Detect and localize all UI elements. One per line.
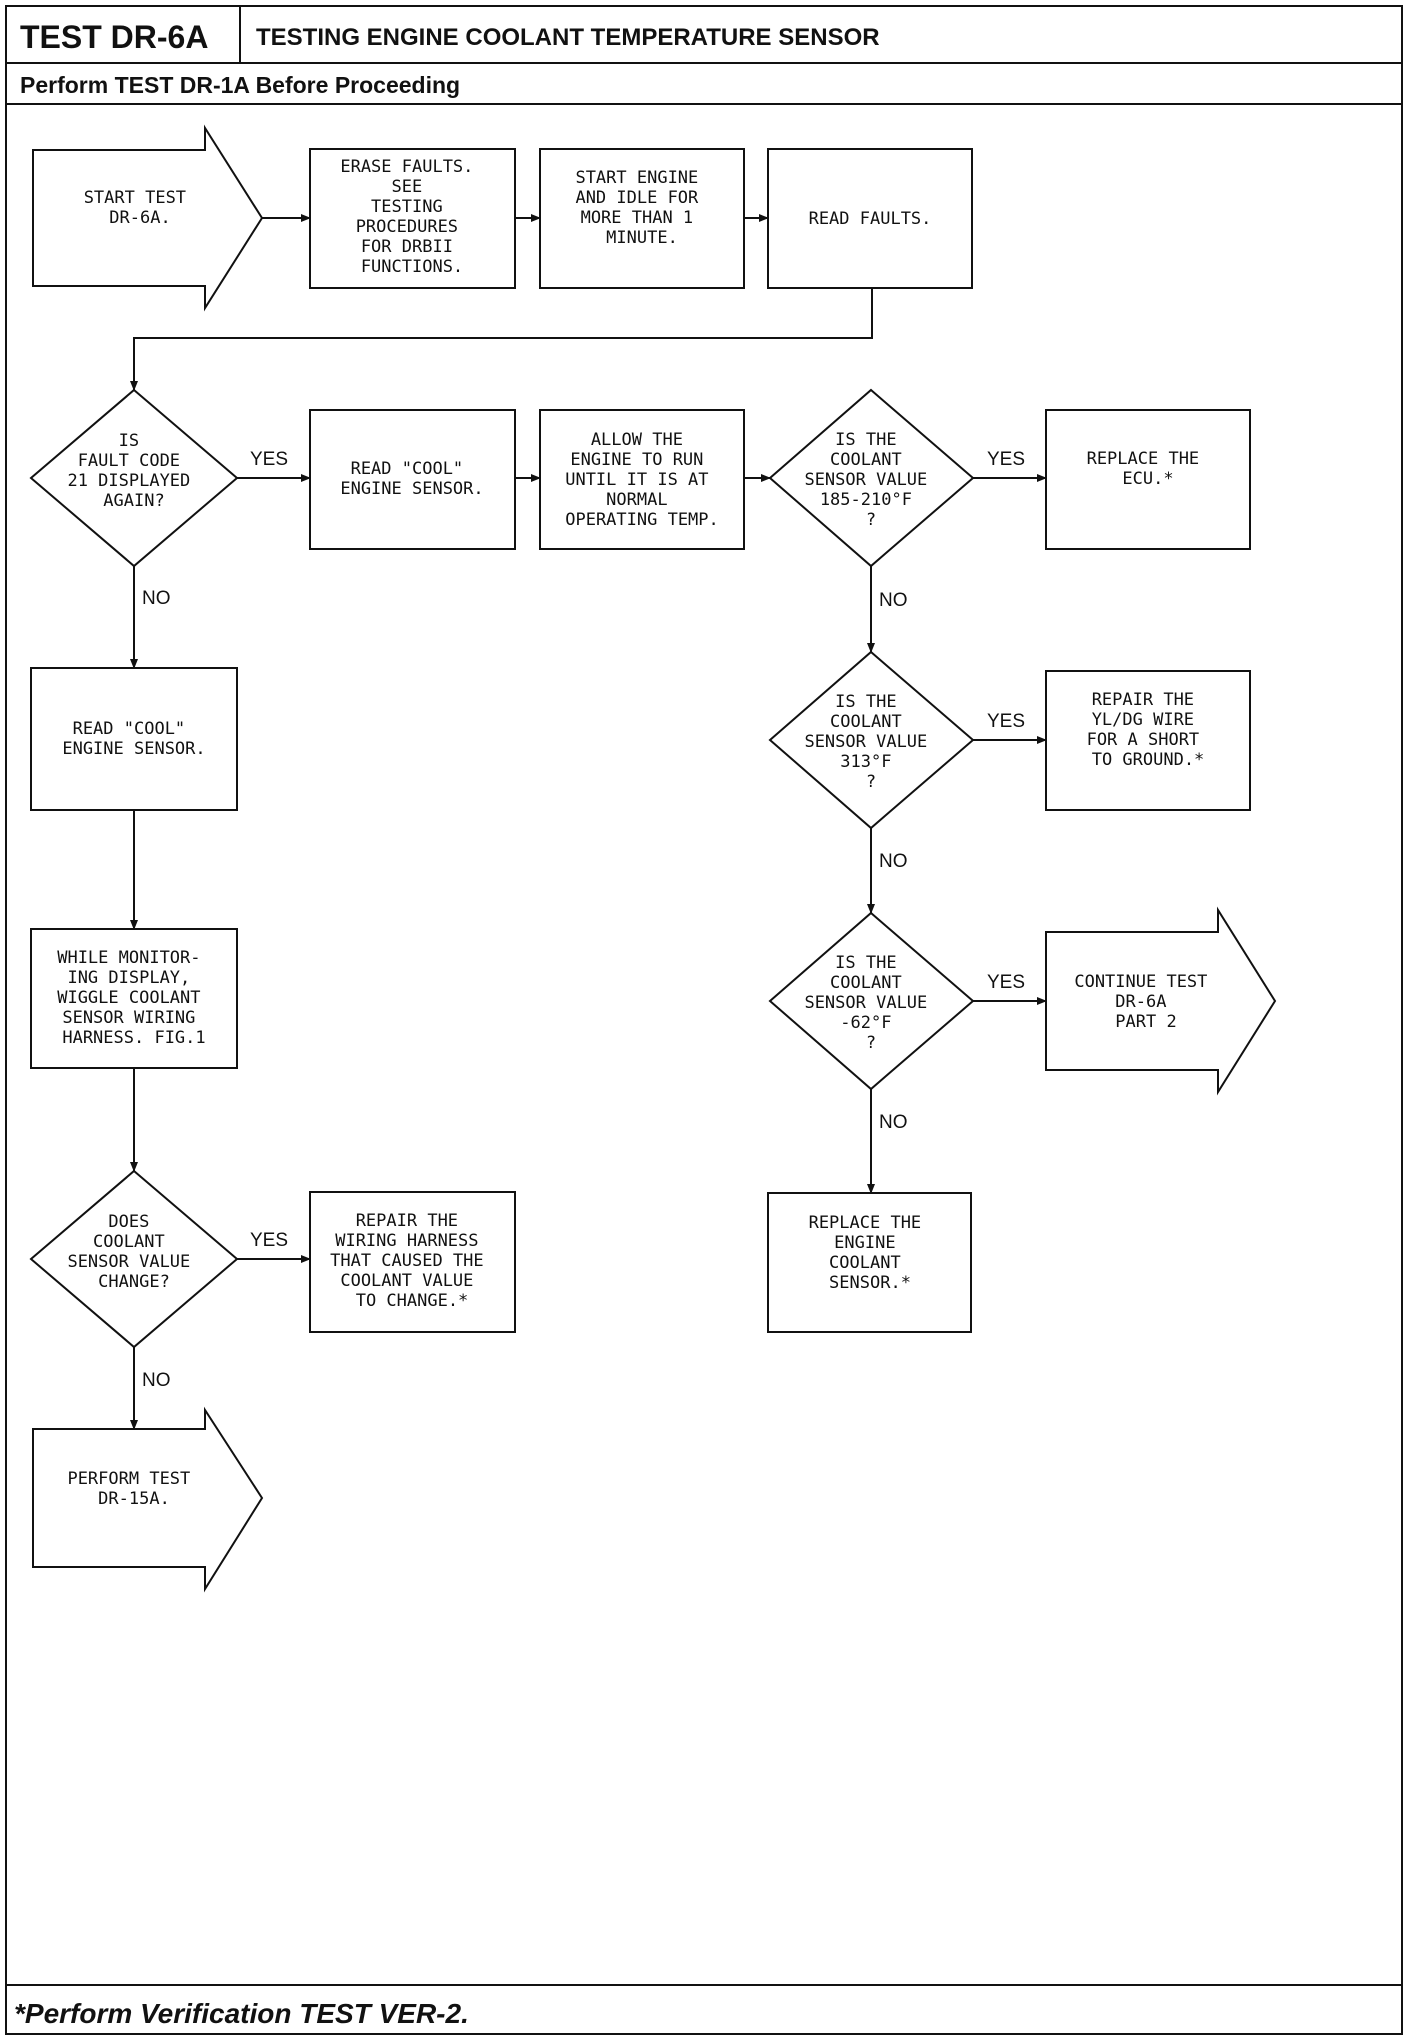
fault-yes-label: YES [250, 449, 288, 470]
verification-note: *Perform Verification TEST VER-2. [14, 1998, 469, 2029]
value-neg62-label: IS THE COOLANT SENSOR VALUE -62°F ? [804, 953, 937, 1053]
continue-test-arrow [1045, 906, 1277, 1096]
flow-shapes [29, 124, 1277, 1593]
range-decision [768, 388, 975, 568]
connector-read-to-fault [130, 289, 873, 391]
read-cool-box-2 [30, 667, 238, 811]
monitor-display-label: WHILE MONITOR- ING DISPLAY, WIGGLE COOLA… [57, 948, 211, 1048]
edge-labels: YES NO YES NO YES NO YES NO YES NO [142, 449, 1025, 1391]
erase-faults-box [309, 148, 516, 289]
value-change-label: DOES COOLANT SENSOR VALUE CHANGE? [67, 1212, 200, 1292]
replace-ecu-label: REPLACE THE ECU.* [1087, 449, 1210, 489]
range-no-label: NO [879, 590, 908, 611]
replace-sensor-box [767, 1192, 972, 1333]
neg62-no-label: NO [879, 1112, 908, 1133]
fault-no-label: NO [142, 588, 171, 609]
start-engine-label: START ENGINE AND IDLE FOR MORE THAN 1 MI… [575, 168, 708, 248]
page-subtitle: Perform TEST DR-1A Before Proceeding [20, 72, 460, 98]
repair-harness-label: REPAIR THE WIRING HARNESS THAT CAUSED TH… [330, 1211, 494, 1311]
perform-test-arrow [32, 1406, 264, 1593]
value-313-label: IS THE COOLANT SENSOR VALUE 313°F ? [804, 692, 937, 792]
repair-wire-box [1045, 670, 1251, 811]
perform-test-label: PERFORM TEST DR-15A. [67, 1469, 200, 1509]
v313-no-label: NO [879, 851, 908, 872]
range-label: IS THE COOLANT SENSOR VALUE 185-210°F ? [804, 430, 937, 530]
fault-code-decision [29, 388, 239, 568]
read-faults-label: READ FAULTS. [809, 209, 932, 229]
value-313-decision [768, 650, 975, 830]
value-change-decision [29, 1169, 239, 1349]
replace-ecu-box [1045, 409, 1251, 550]
change-yes-label: YES [250, 1230, 288, 1251]
read-cool-label-1: READ "COOL" ENGINE SENSOR. [340, 459, 483, 499]
range-yes-label: YES [987, 449, 1025, 470]
page-frame [5, 5, 1403, 2035]
repair-wire-label: REPAIR THE YL/DG WIRE FOR A SHORT TO GRO… [1087, 690, 1210, 770]
monitor-display-box [30, 928, 238, 1069]
repair-harness-box [309, 1191, 516, 1333]
read-cool-label-2: READ "COOL" ENGINE SENSOR. [62, 719, 205, 759]
start-engine-box [539, 148, 745, 289]
allow-engine-box [539, 409, 745, 550]
value-neg62-decision [768, 911, 975, 1091]
change-no-label: NO [142, 1370, 171, 1391]
test-id: TEST DR-6A [20, 19, 208, 55]
read-faults-box [767, 148, 973, 289]
erase-faults-label: ERASE FAULTS. SEE TESTING PROCEDURES FOR… [340, 157, 483, 277]
start-arrow [32, 124, 264, 312]
replace-sensor-label: REPLACE THE ENGINE COOLANT SENSOR.* [809, 1213, 932, 1293]
fault-code-label: IS FAULT CODE 21 DISPLAYED AGAIN? [67, 431, 200, 511]
v313-yes-label: YES [987, 711, 1025, 732]
neg62-yes-label: YES [987, 972, 1025, 993]
node-labels: START TEST DR-6A. ERASE FAULTS. SEE TEST… [57, 157, 1217, 1509]
start-label: START TEST DR-6A. [84, 188, 197, 228]
allow-engine-label: ALLOW THE ENGINE TO RUN UNTIL IT IS AT N… [565, 430, 719, 530]
connectors [130, 214, 1047, 1430]
page-title: TESTING ENGINE COOLANT TEMPERATURE SENSO… [256, 24, 880, 51]
read-cool-box-1 [309, 409, 516, 550]
continue-test-label: CONTINUE TEST DR-6A PART 2 [1074, 972, 1217, 1032]
